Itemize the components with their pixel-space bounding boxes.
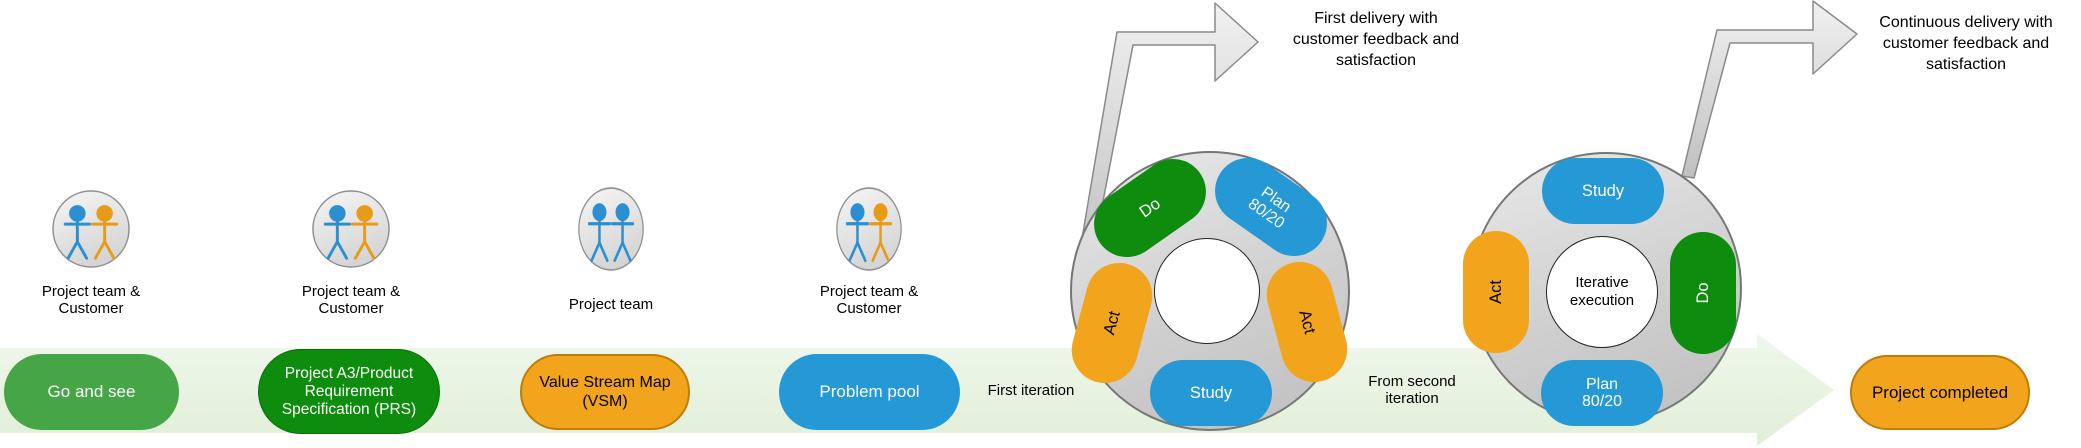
- wheel2-do-segment: Do: [1670, 232, 1736, 354]
- stage-pill-project-a3-prs: Project A3/Product Requirement Specifica…: [258, 349, 440, 434]
- actor-label: Project team & Customer: [41, 283, 141, 317]
- people-icon: [578, 187, 644, 276]
- stage-pill-vsm: Value Stream Map (VSM): [520, 354, 690, 430]
- people-icon: [836, 187, 902, 276]
- people-icon: [52, 190, 130, 273]
- from-second-iteration-caption: From second iteration: [1368, 373, 1456, 407]
- first-iteration-caption: First iteration: [987, 382, 1075, 399]
- first-delivery-callout: First delivery with customer feedback an…: [1292, 10, 1460, 69]
- actor-label: Project team & Customer: [301, 283, 401, 317]
- wheel2-act-segment: Act: [1463, 231, 1529, 353]
- wheel1-study-segment: Study: [1150, 360, 1272, 426]
- wheel2-plan-80-20-segment: Plan 80/20: [1541, 360, 1663, 426]
- actor-label: Project team & Customer: [819, 283, 919, 317]
- stage-pill-go-and-see: Go and see: [4, 354, 179, 430]
- actor-label: Project team: [568, 296, 654, 313]
- wheel1-center-hole: [1154, 238, 1260, 344]
- stage-pill-problem-pool: Problem pool: [779, 354, 960, 430]
- wheel2-center-label: Iterative execution: [1546, 236, 1658, 348]
- continuous-delivery-callout: Continuous delivery with customer feedba…: [1879, 14, 2053, 73]
- project-completed-pill: Project completed: [1850, 355, 2030, 430]
- first-delivery-connector-arrow: [1077, 2, 1259, 265]
- people-icon: [312, 190, 390, 273]
- wheel2-study-segment: Study: [1542, 158, 1664, 224]
- continuous-delivery-connector-arrow: [1681, 0, 1858, 179]
